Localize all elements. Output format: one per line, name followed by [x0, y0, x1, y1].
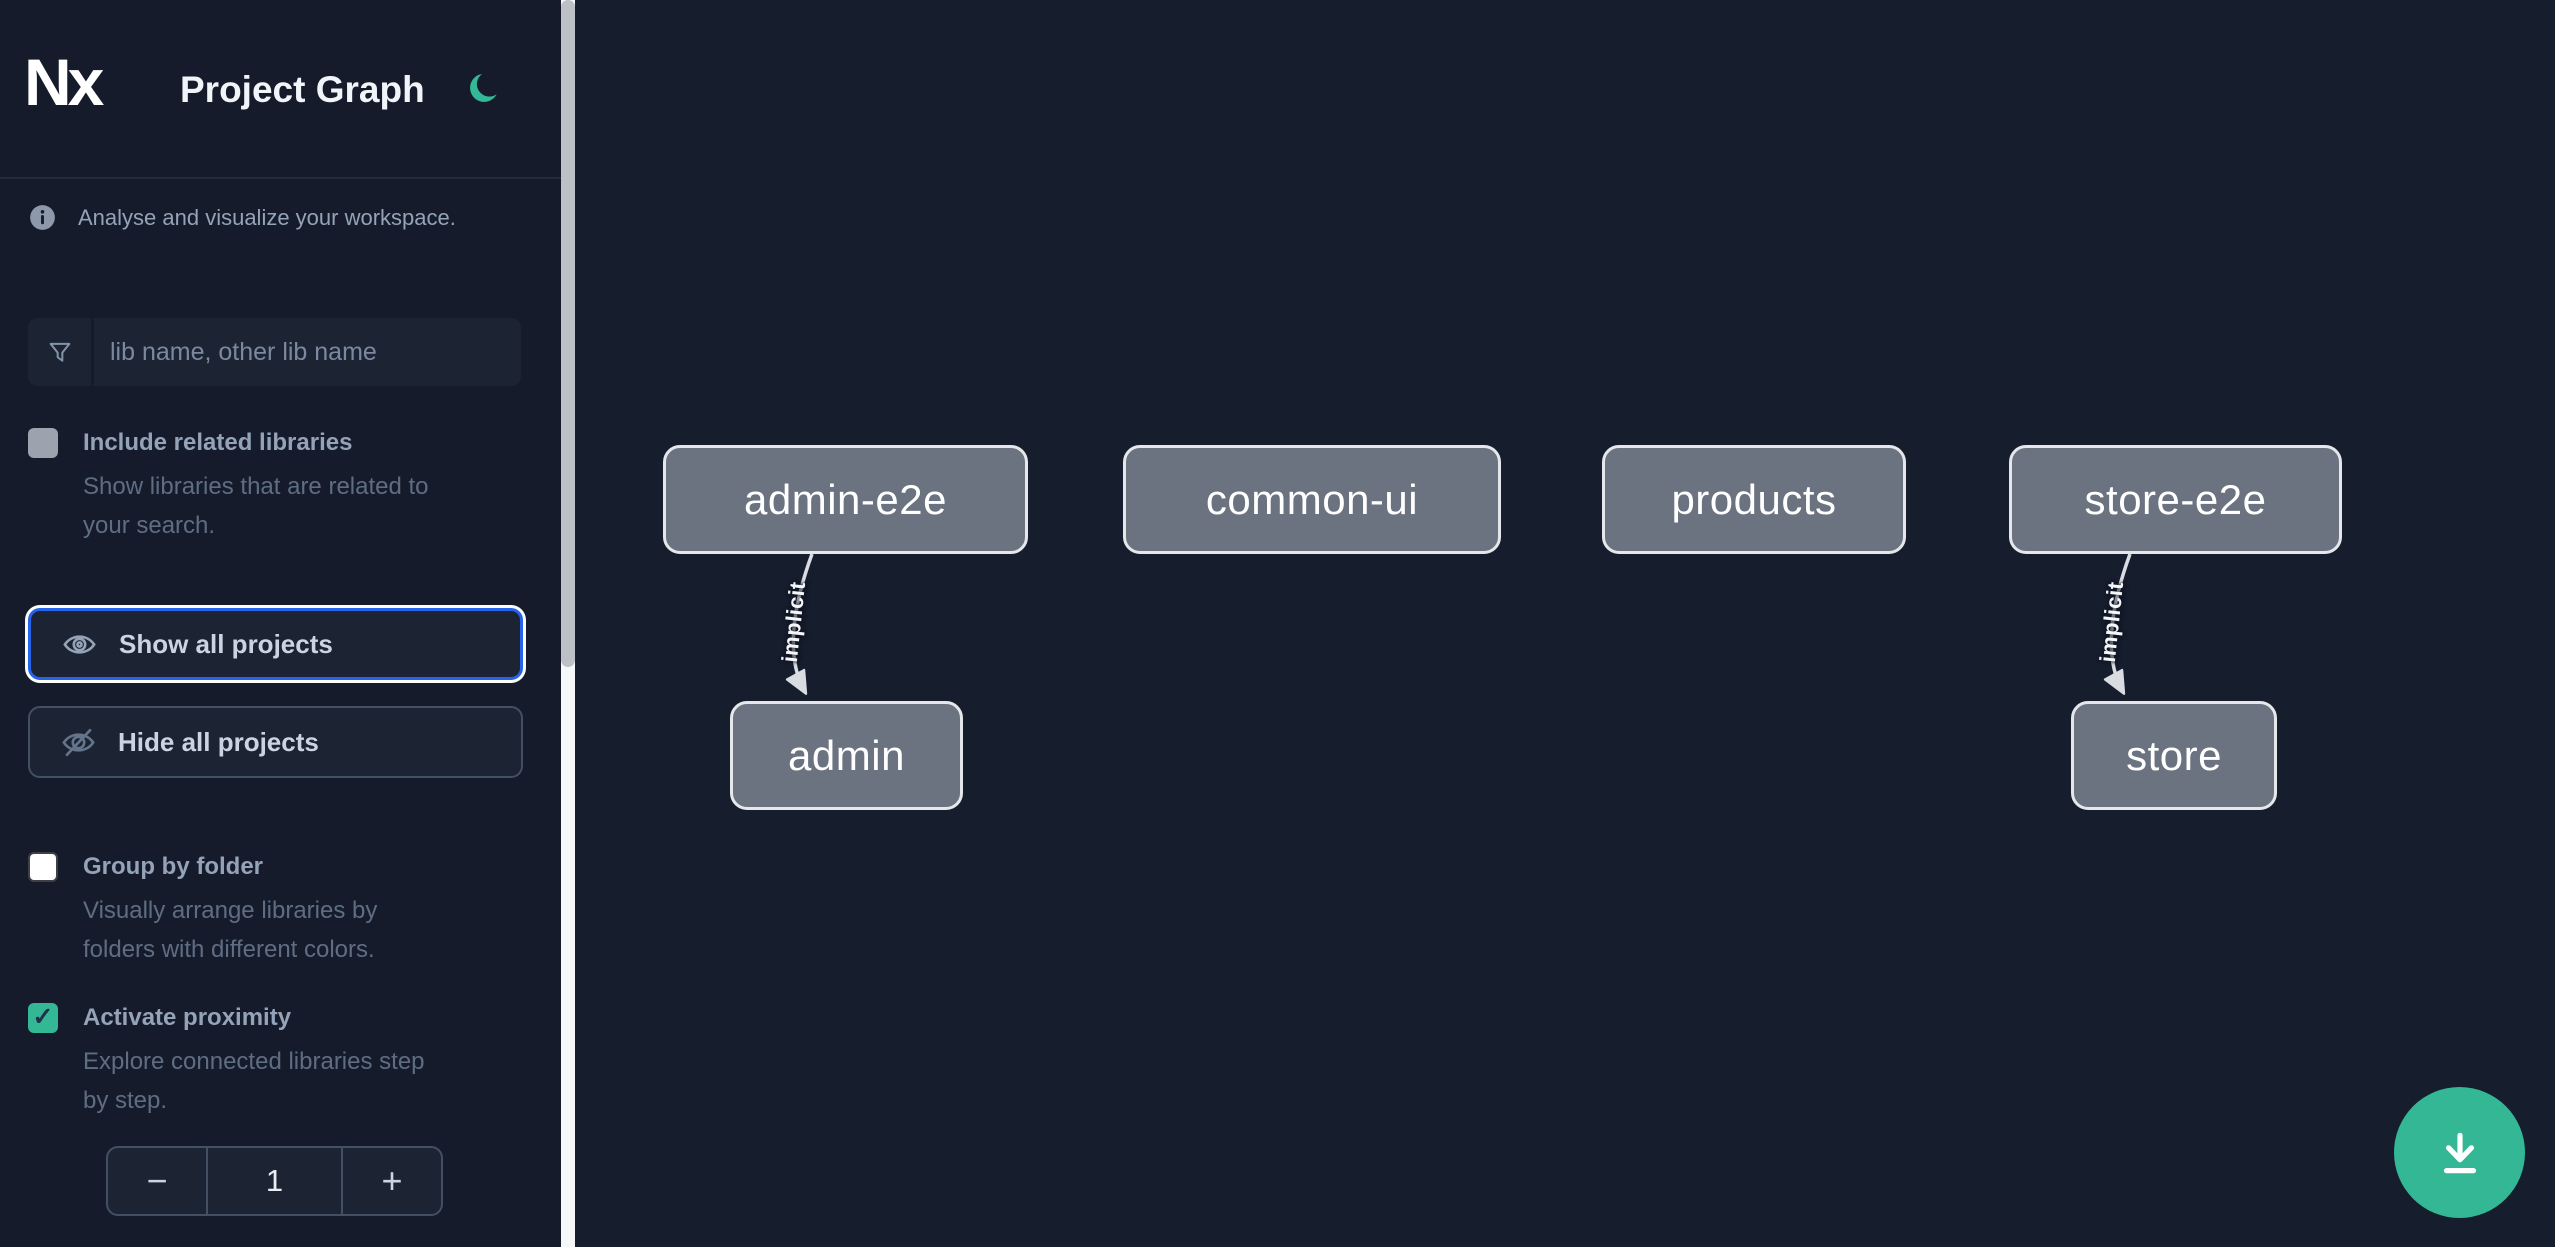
info-icon	[30, 205, 55, 230]
checkbox-group-by-folder[interactable]	[28, 852, 58, 882]
sidebar-scrollbar-track	[561, 0, 575, 1247]
eye-off-icon	[62, 728, 95, 756]
proximity-decrement-button[interactable]: −	[146, 1160, 168, 1201]
page-title: Project Graph	[180, 69, 425, 110]
download-icon	[2443, 1132, 2476, 1173]
graph-node-admin[interactable]: admin	[730, 701, 963, 810]
tagline: Analyse and visualize your workspace.	[78, 205, 456, 230]
checkbox-include-related[interactable]	[28, 428, 58, 458]
option-label[interactable]: Activate proximity	[83, 1004, 292, 1031]
header-divider	[0, 177, 561, 179]
edge-label-store-e2e-store: implicit	[2094, 580, 2129, 664]
download-graph-button[interactable]	[2394, 1087, 2525, 1218]
option-label[interactable]: Include related libraries	[83, 429, 353, 456]
sidebar: Nx Project Graph Analyse and visualize y…	[0, 0, 561, 1247]
option-label[interactable]: Group by folder	[83, 853, 263, 880]
filter-funnel-icon	[49, 342, 70, 362]
graph-node-products[interactable]: products	[1602, 445, 1906, 554]
sidebar-scrollbar-thumb[interactable]	[561, 0, 575, 667]
graph-node-store-e2e[interactable]: store-e2e	[2009, 445, 2342, 554]
dark-mode-moon-icon[interactable]	[468, 70, 504, 106]
hide-all-projects-button[interactable]: Hide all projects	[28, 706, 523, 778]
show-all-projects-label: Show all projects	[119, 628, 333, 659]
option-description: Explore connected libraries step by step…	[83, 1048, 425, 1114]
proximity-increment-button[interactable]: +	[381, 1160, 403, 1201]
proximity-value[interactable]: 1	[206, 1148, 343, 1214]
edge-label-admin-e2e-admin: implicit	[776, 580, 811, 664]
eye-icon	[63, 634, 96, 654]
graph-node-common-ui[interactable]: common-ui	[1123, 445, 1501, 554]
graph-node-store[interactable]: store	[2071, 701, 2277, 810]
search-box	[28, 318, 521, 386]
option-description: Visually arrange libraries by folders wi…	[83, 897, 378, 963]
graph-node-admin-e2e[interactable]: admin-e2e	[663, 445, 1028, 554]
hide-all-projects-label: Hide all projects	[118, 726, 319, 757]
option-description: Show libraries that are related to your …	[83, 473, 429, 539]
show-all-projects-button[interactable]: Show all projects	[28, 608, 523, 680]
option-activate-proximity: Activate proximity Explore connected lib…	[28, 1002, 528, 1120]
checkbox-activate-proximity[interactable]	[28, 1003, 58, 1033]
nx-logo: Nx	[24, 45, 104, 119]
proximity-stepper: − 1 +	[106, 1146, 443, 1216]
option-include-related: Include related libraries Show libraries…	[28, 427, 528, 545]
option-group-by-folder: Group by folder Visually arrange librari…	[28, 851, 528, 969]
search-input[interactable]	[94, 318, 521, 386]
